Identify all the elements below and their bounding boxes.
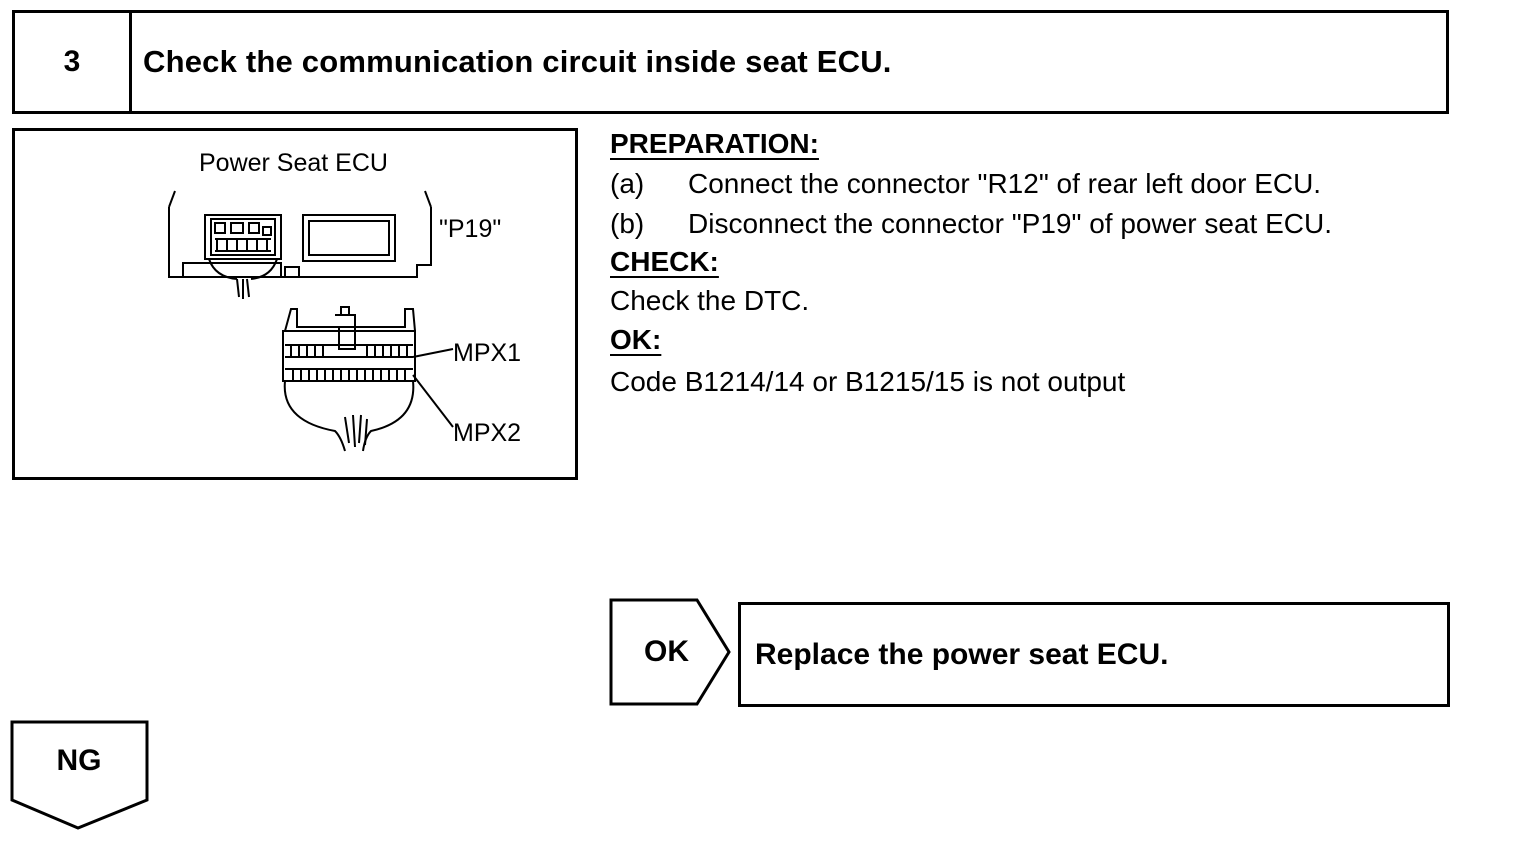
ok-heading: OK: [610, 324, 662, 355]
ng-branch-label: NG [56, 744, 102, 777]
ok-criteria-text: Code B1214/14 or B1215/15 is not output [610, 366, 1126, 397]
connector-label: "P19" [439, 215, 502, 243]
connector-figure: Power Seat ECU "P19" MPX1 MPX2 [12, 128, 578, 480]
mpx1-label: MPX1 [453, 339, 522, 367]
step-number: 3 [15, 13, 132, 111]
ng-arrow-shape [10, 720, 149, 830]
figure-title: Power Seat ECU [199, 149, 388, 177]
ok-action-box: Replace the power seat ECU. [738, 602, 1450, 707]
check-heading: CHECK: [610, 246, 719, 277]
ok-action-text: Replace the power seat ECU. [755, 637, 1169, 671]
ecu-connector-drawing [168, 190, 454, 452]
step-title: Check the communication circuit inside s… [143, 44, 892, 79]
ok-branch-label: OK [644, 635, 689, 668]
prep-item-a-marker: (a) [610, 168, 645, 199]
mpx2-label: MPX2 [453, 419, 522, 447]
ok-arrow-shape [609, 598, 731, 706]
step-header: 3 Check the communication circuit inside… [12, 10, 1449, 114]
prep-item-b-text: Disconnect the connector "P19" of power … [688, 208, 1332, 239]
prep-item-a-text: Connect the connector "R12" of rear left… [688, 168, 1322, 199]
check-text: Check the DTC. [610, 285, 810, 316]
preparation-heading: PREPARATION: [610, 128, 819, 159]
prep-item-b-marker: (b) [610, 208, 645, 239]
